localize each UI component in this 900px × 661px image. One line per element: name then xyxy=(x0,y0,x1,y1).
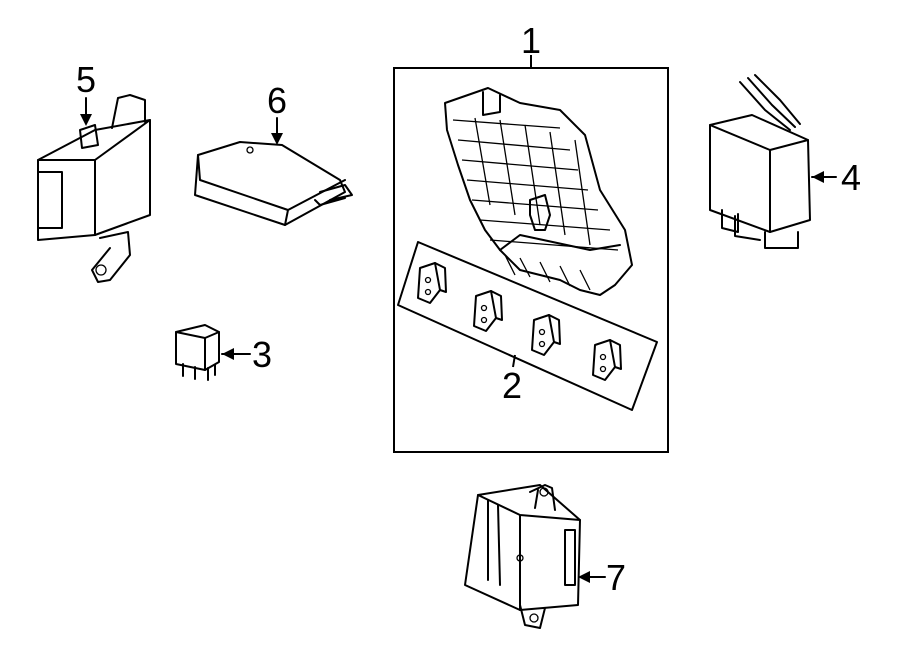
part-2-relay-set[interactable] xyxy=(397,241,658,411)
relay-d xyxy=(592,339,622,381)
arrow-5-head xyxy=(80,114,92,126)
part-3-relay[interactable] xyxy=(175,324,251,381)
callout-3: 3 xyxy=(252,334,272,375)
callout-7: 7 xyxy=(606,557,626,598)
arrow-3-head xyxy=(222,348,234,360)
arrow-6-head xyxy=(271,133,283,145)
callout-5: 5 xyxy=(76,59,96,100)
fuse-block xyxy=(444,87,633,296)
part-2-outline xyxy=(397,241,658,411)
part-5-bcm[interactable] xyxy=(37,94,151,283)
arrow-7-head xyxy=(578,571,590,583)
arrow-4-head xyxy=(812,171,824,183)
relay-b xyxy=(473,290,503,332)
callout-2: 2 xyxy=(502,365,522,406)
part-6-flat-module[interactable] xyxy=(194,117,353,226)
part-4-control-module[interactable] xyxy=(709,74,837,249)
callout-4: 4 xyxy=(841,157,861,198)
relay-a xyxy=(417,262,447,304)
part-7-door-module[interactable] xyxy=(464,484,606,629)
callout-6: 6 xyxy=(267,80,287,121)
part-1-fuse-box[interactable] xyxy=(393,55,669,453)
relay-c xyxy=(531,314,561,356)
leader-2 xyxy=(512,354,516,368)
callout-1: 1 xyxy=(521,20,541,61)
